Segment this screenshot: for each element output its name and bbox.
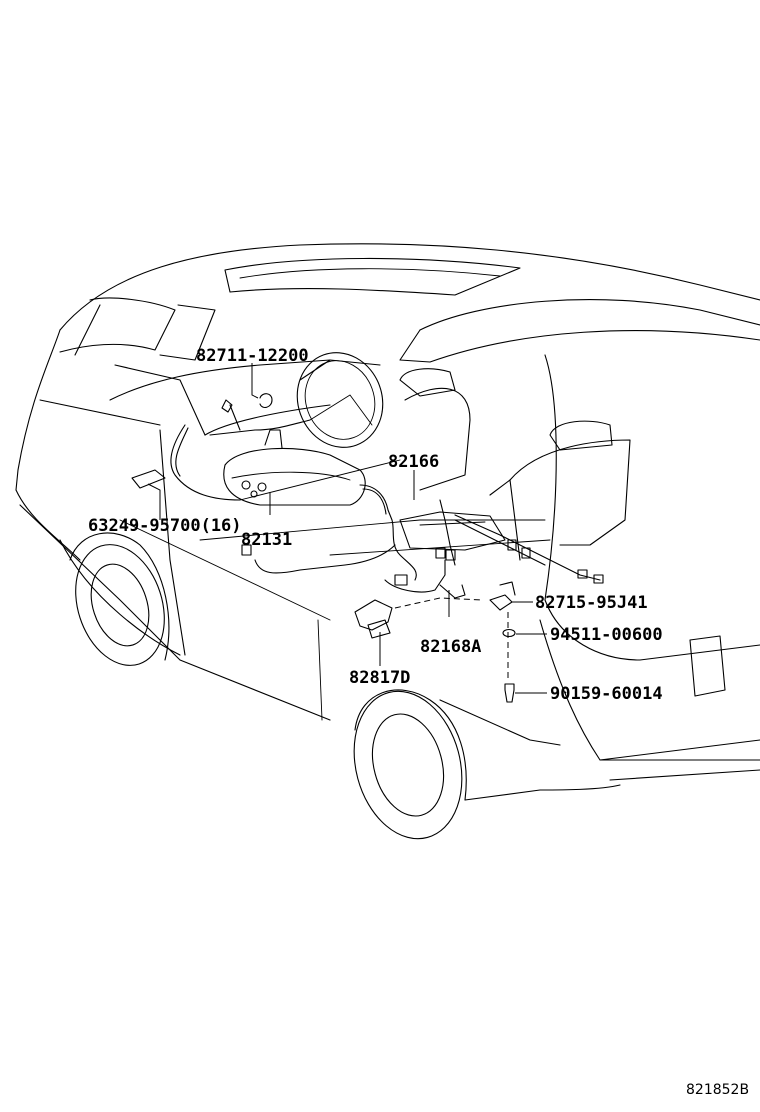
part-clamp-82711 — [259, 393, 273, 409]
part-washer-94511 — [502, 628, 516, 638]
wire-harness — [170, 399, 604, 599]
callout-82131: 82131 — [241, 530, 292, 550]
callout-63249-95700: 63249-95700(16) — [88, 516, 242, 536]
callout-82711-12200: 82711-12200 — [196, 346, 309, 366]
callout-90159-60014: 90159-60014 — [550, 684, 663, 704]
callout-82817D: 82817D — [349, 668, 410, 688]
callout-82168A: 82168A — [420, 637, 481, 657]
callout-82166: 82166 — [388, 452, 439, 472]
vehicle-interior — [109, 352, 631, 561]
part-pad-63249 — [131, 469, 166, 489]
assembly-dashed-line-bracket — [394, 597, 483, 609]
callout-94511-00600: 94511-00600 — [550, 625, 663, 645]
vehicle-body — [15, 243, 760, 840]
part-connector-82131 — [241, 544, 252, 556]
diagram-reference-code: 821852B — [686, 1082, 749, 1098]
part-bolt-90159 — [504, 683, 515, 703]
callout-82715-95J41: 82715-95J41 — [535, 593, 648, 613]
leader-lines — [147, 363, 547, 694]
part-bracket-82715 — [489, 581, 516, 611]
part-bracket-82817D — [354, 599, 393, 639]
